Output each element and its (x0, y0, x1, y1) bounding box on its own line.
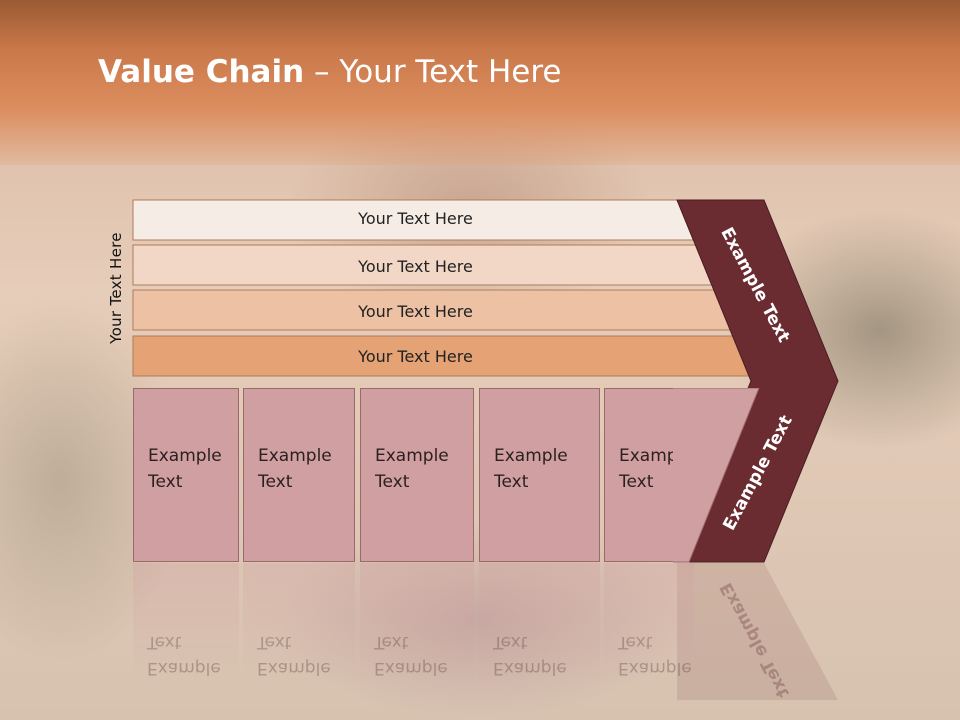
reflection-box-3: Example Text (360, 563, 474, 683)
slide-title: Value Chain – Your Text Here (98, 54, 561, 90)
activity-box-label: Example Text (375, 446, 449, 492)
activity-box-label: Example Text (148, 446, 222, 492)
row-label-3: Your Text Here (358, 302, 473, 321)
activity-box-label: Example Text (494, 446, 568, 492)
activity-box-4: Example Text (479, 388, 600, 562)
reflection-box-1: Example Text (133, 563, 239, 683)
row-label-4: Your Text Here (358, 347, 473, 366)
title-bold: Value Chain (98, 54, 305, 90)
chevron-reflection (677, 563, 838, 700)
reflection-box-2: Example Text (243, 563, 355, 683)
activity-box-label: Example Text (258, 446, 332, 492)
activity-box-1: Example Text (133, 388, 239, 562)
reflection-label: Example Text (147, 632, 221, 678)
reflection-box-4: Example Text (479, 563, 600, 683)
title-rest: – Your Text Here (304, 54, 562, 90)
title-banner (0, 0, 960, 165)
reflection-label: Example Text (618, 632, 692, 678)
activity-box-2: Example Text (243, 388, 355, 562)
reflection-label: Example Text (257, 632, 331, 678)
row-bars (132, 199, 750, 377)
activity-box-3: Example Text (360, 388, 474, 562)
reflection-box-5: Example Text (604, 563, 694, 683)
row-label-1: Your Text Here (358, 209, 473, 228)
activity-box-5: Example Text (604, 388, 693, 562)
reflection-label: Example Text (374, 632, 448, 678)
reflection-label: Example Text (493, 632, 567, 678)
row-label-2: Your Text Here (358, 257, 473, 276)
activity-box-5-tail (673, 388, 760, 563)
